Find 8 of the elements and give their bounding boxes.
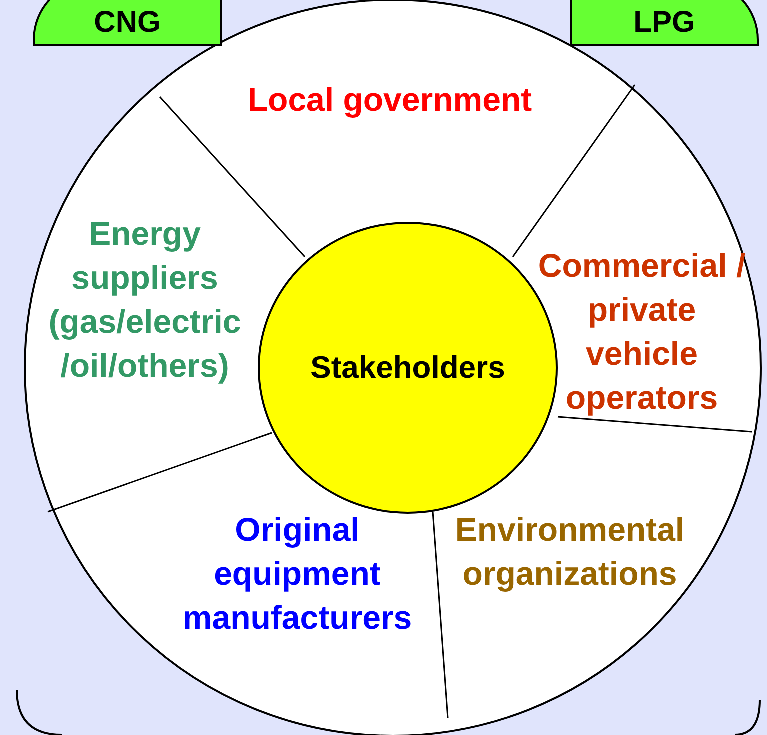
segment-label: Local government (240, 78, 540, 122)
segment-label: Energy suppliers (gas/electric /oil/others) (25, 212, 265, 388)
segment-label: Original equipment manufacturers (160, 508, 435, 640)
segment-label: Environmental organizations (435, 508, 705, 596)
tab-label: CNG (93, 6, 162, 40)
center-label: Stakeholders (310, 350, 506, 386)
segment-label: Commercial / private vehicle operators (533, 244, 751, 420)
tab-label: LPG (632, 6, 696, 40)
